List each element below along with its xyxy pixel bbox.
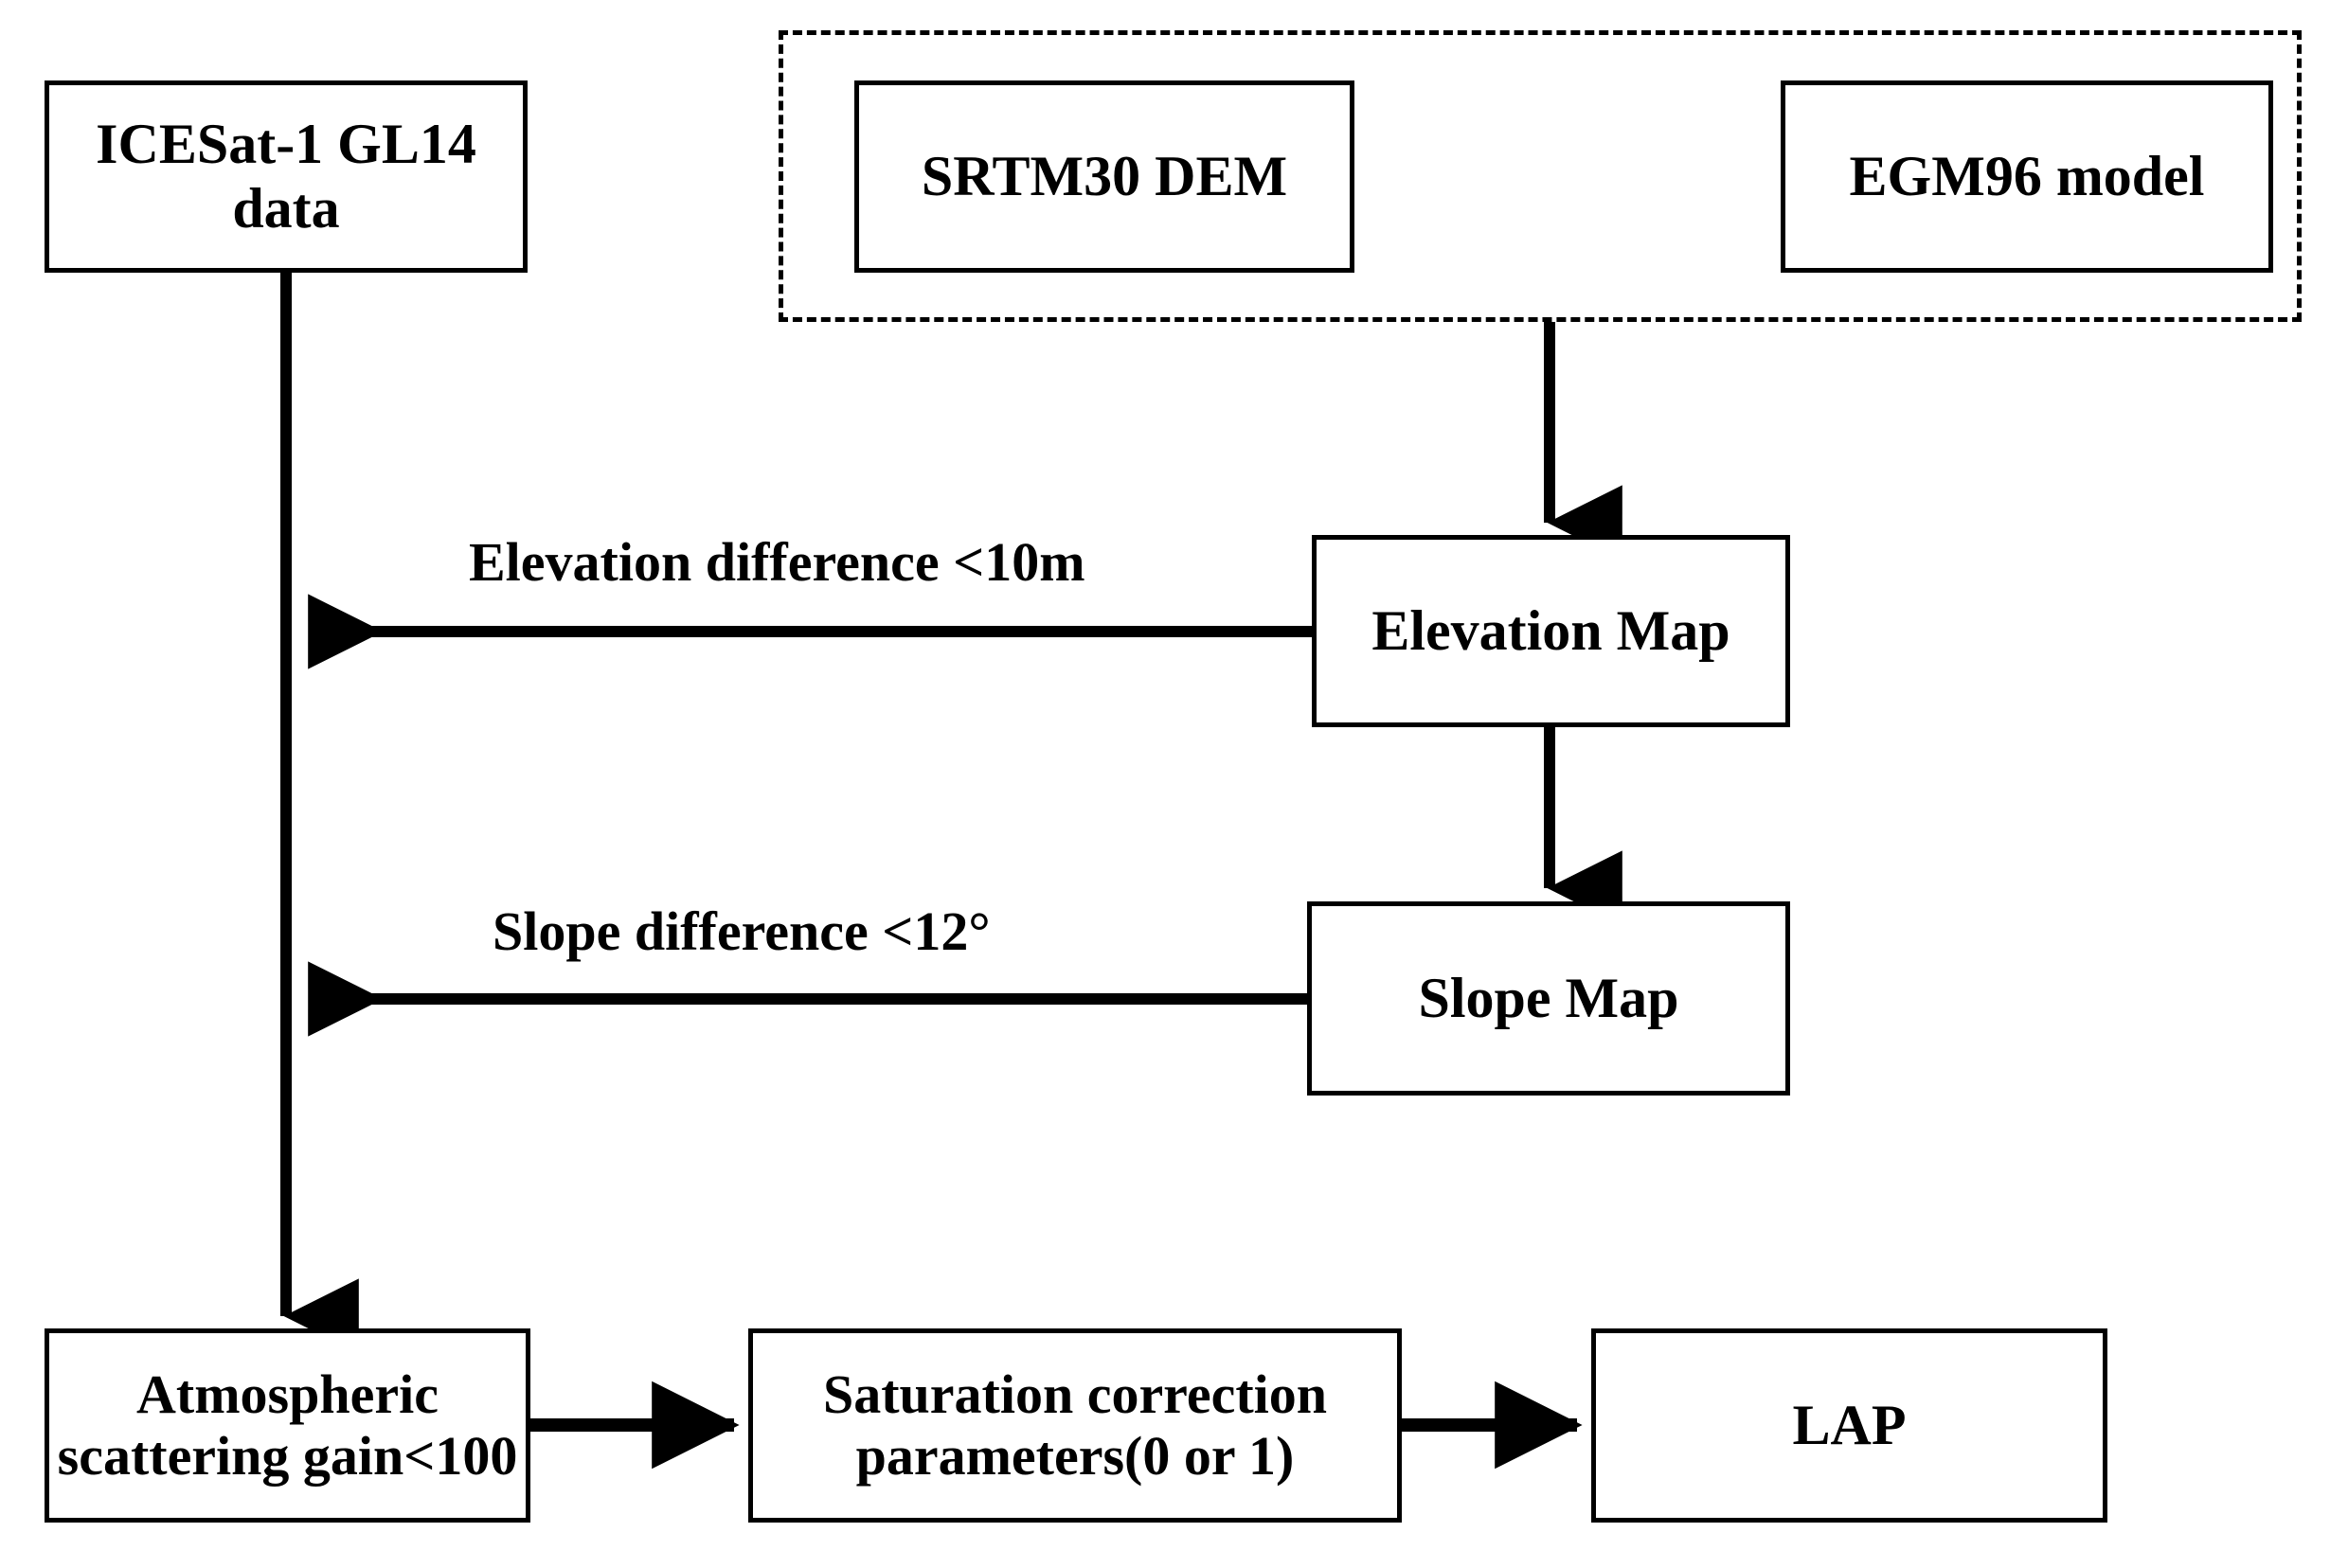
node-label: EGM96 model (1849, 144, 2205, 207)
node-saturation-correction-parameters[interactable]: Saturation correction parameters(0 or 1) (748, 1328, 1402, 1523)
node-egm96-model[interactable]: EGM96 model (1781, 80, 2273, 273)
node-lap[interactable]: LAP (1591, 1328, 2107, 1523)
node-label: Atmospheric scattering gain<100 (57, 1363, 518, 1487)
node-icesat-gl14-data[interactable]: ICESat-1 GL14 data (45, 80, 528, 273)
node-label: Slope Map (1418, 966, 1679, 1029)
node-srtm30-dem[interactable]: SRTM30 DEM (854, 80, 1354, 273)
node-label: ICESat-1 GL14 data (96, 113, 476, 240)
node-slope-map[interactable]: Slope Map (1307, 901, 1790, 1096)
node-label: Saturation correction parameters(0 or 1) (822, 1363, 1328, 1487)
edge-label-slope-difference: Slope difference <12° (493, 900, 991, 962)
node-elevation-map[interactable]: Elevation Map (1312, 535, 1790, 727)
node-label: SRTM30 DEM (921, 144, 1288, 207)
node-label: LAP (1792, 1393, 1907, 1456)
node-label: Elevation Map (1371, 598, 1730, 662)
auxiliary-data-group (779, 30, 2302, 322)
edge-label-elevation-difference: Elevation difference <10m (469, 531, 1085, 593)
node-atmospheric-scattering-gain[interactable]: Atmospheric scattering gain<100 (45, 1328, 530, 1523)
